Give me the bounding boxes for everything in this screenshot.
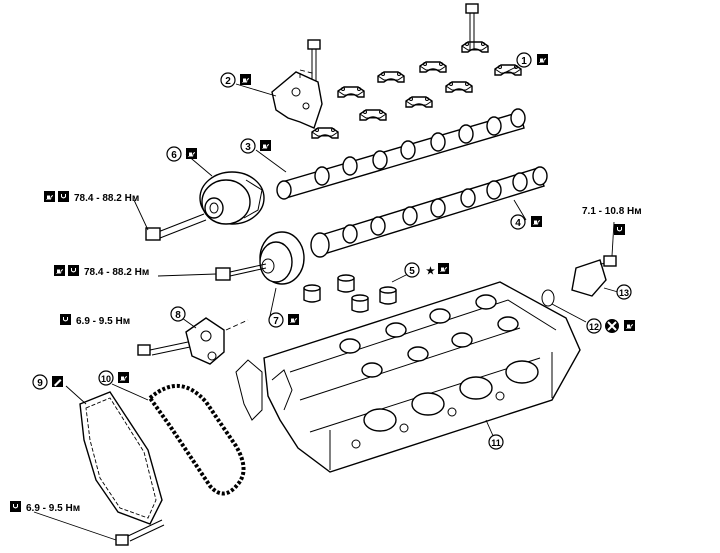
torque-label-4: 7.1 - 10.8 Нм [582,206,642,235]
svg-text:6.9 - 9.5 Нм: 6.9 - 9.5 Нм [76,316,130,327]
svg-text:13: 13 [619,288,629,298]
torque-label-3: 6.9 - 9.5 Нм [60,314,130,327]
camshaft-bearing-caps [307,3,522,139]
sealant-icon [52,376,63,387]
do-not-reuse-icon [605,319,619,333]
star-symbol: ★ [426,266,435,277]
oil-can-icon [186,148,197,159]
oil-can-icon [537,54,548,65]
oil-can-icon [438,263,449,274]
oil-can-icon [240,74,251,85]
callout-2: 2 [220,72,251,88]
svg-text:6.9 - 9.5 Нм: 6.9 - 9.5 Нм [26,503,80,514]
camshaft-bracket [271,69,323,129]
torque-label-5: 6.9 - 9.5 Нм [10,501,80,514]
callout-11: 11 [488,434,504,450]
oil-can-icon [624,320,635,331]
svg-text:3: 3 [245,142,251,153]
callout-9: 9 [32,374,63,390]
torque-wrench-icon [58,191,69,202]
timing-chain [147,383,246,496]
oil-can-icon [288,314,299,325]
svg-text:8: 8 [175,310,181,321]
callout-12: 12 [586,318,635,334]
callout-4: 4 [510,214,542,230]
svg-text:78.4 - 88.2 Нм: 78.4 - 88.2 Нм [74,193,139,204]
callout-10: 10 [98,370,129,386]
callout-3: 3 [240,138,271,154]
torque-wrench-icon [614,224,625,235]
torque-wrench-icon [10,501,21,512]
exhaust-camshaft [276,108,526,200]
cam-position-sensor-bracket [137,317,249,365]
torque-wrench-icon [68,265,79,276]
callout-1: 1 [516,52,548,68]
torque-wrench-icon [60,314,71,325]
intake-cam-sprocket [215,231,305,285]
svg-text:12: 12 [589,322,599,332]
svg-text:10: 10 [101,374,111,384]
valve-lifters [303,274,397,313]
svg-text:4: 4 [515,218,521,229]
cam-sensor [541,255,617,307]
svg-text:2: 2 [225,76,231,87]
intake-camshaft [310,166,548,258]
callout-8: 8 [170,306,186,322]
callout-7: 7 [268,312,299,328]
svg-text:5: 5 [409,266,415,277]
svg-text:78.4 - 88.2 Нм: 78.4 - 88.2 Нм [84,267,149,278]
oil-can-icon [260,140,271,151]
svg-text:1: 1 [521,56,527,67]
callout-13: 13 [616,284,632,300]
svg-text:7.1 - 10.8 Нм: 7.1 - 10.8 Нм [582,206,642,217]
torque-label-1: 78.4 - 88.2 Нм [44,191,139,204]
oil-can-icon [531,216,542,227]
front-cover-gasket [79,391,165,546]
callout-6: 6 [166,146,197,162]
callout-5: 5 ★ [404,262,449,278]
oil-can-icon [54,265,65,276]
cylinder-head [235,281,581,473]
leader-lines [33,65,619,541]
svg-text:9: 9 [37,378,43,389]
exhaust-cam-sprocket [145,171,265,241]
svg-text:6: 6 [171,150,177,161]
svg-text:7: 7 [273,316,279,327]
oil-can-icon [44,191,55,202]
oil-can-icon [118,372,129,383]
torque-label-2: 78.4 - 88.2 Нм [54,265,149,278]
svg-text:11: 11 [491,438,501,448]
